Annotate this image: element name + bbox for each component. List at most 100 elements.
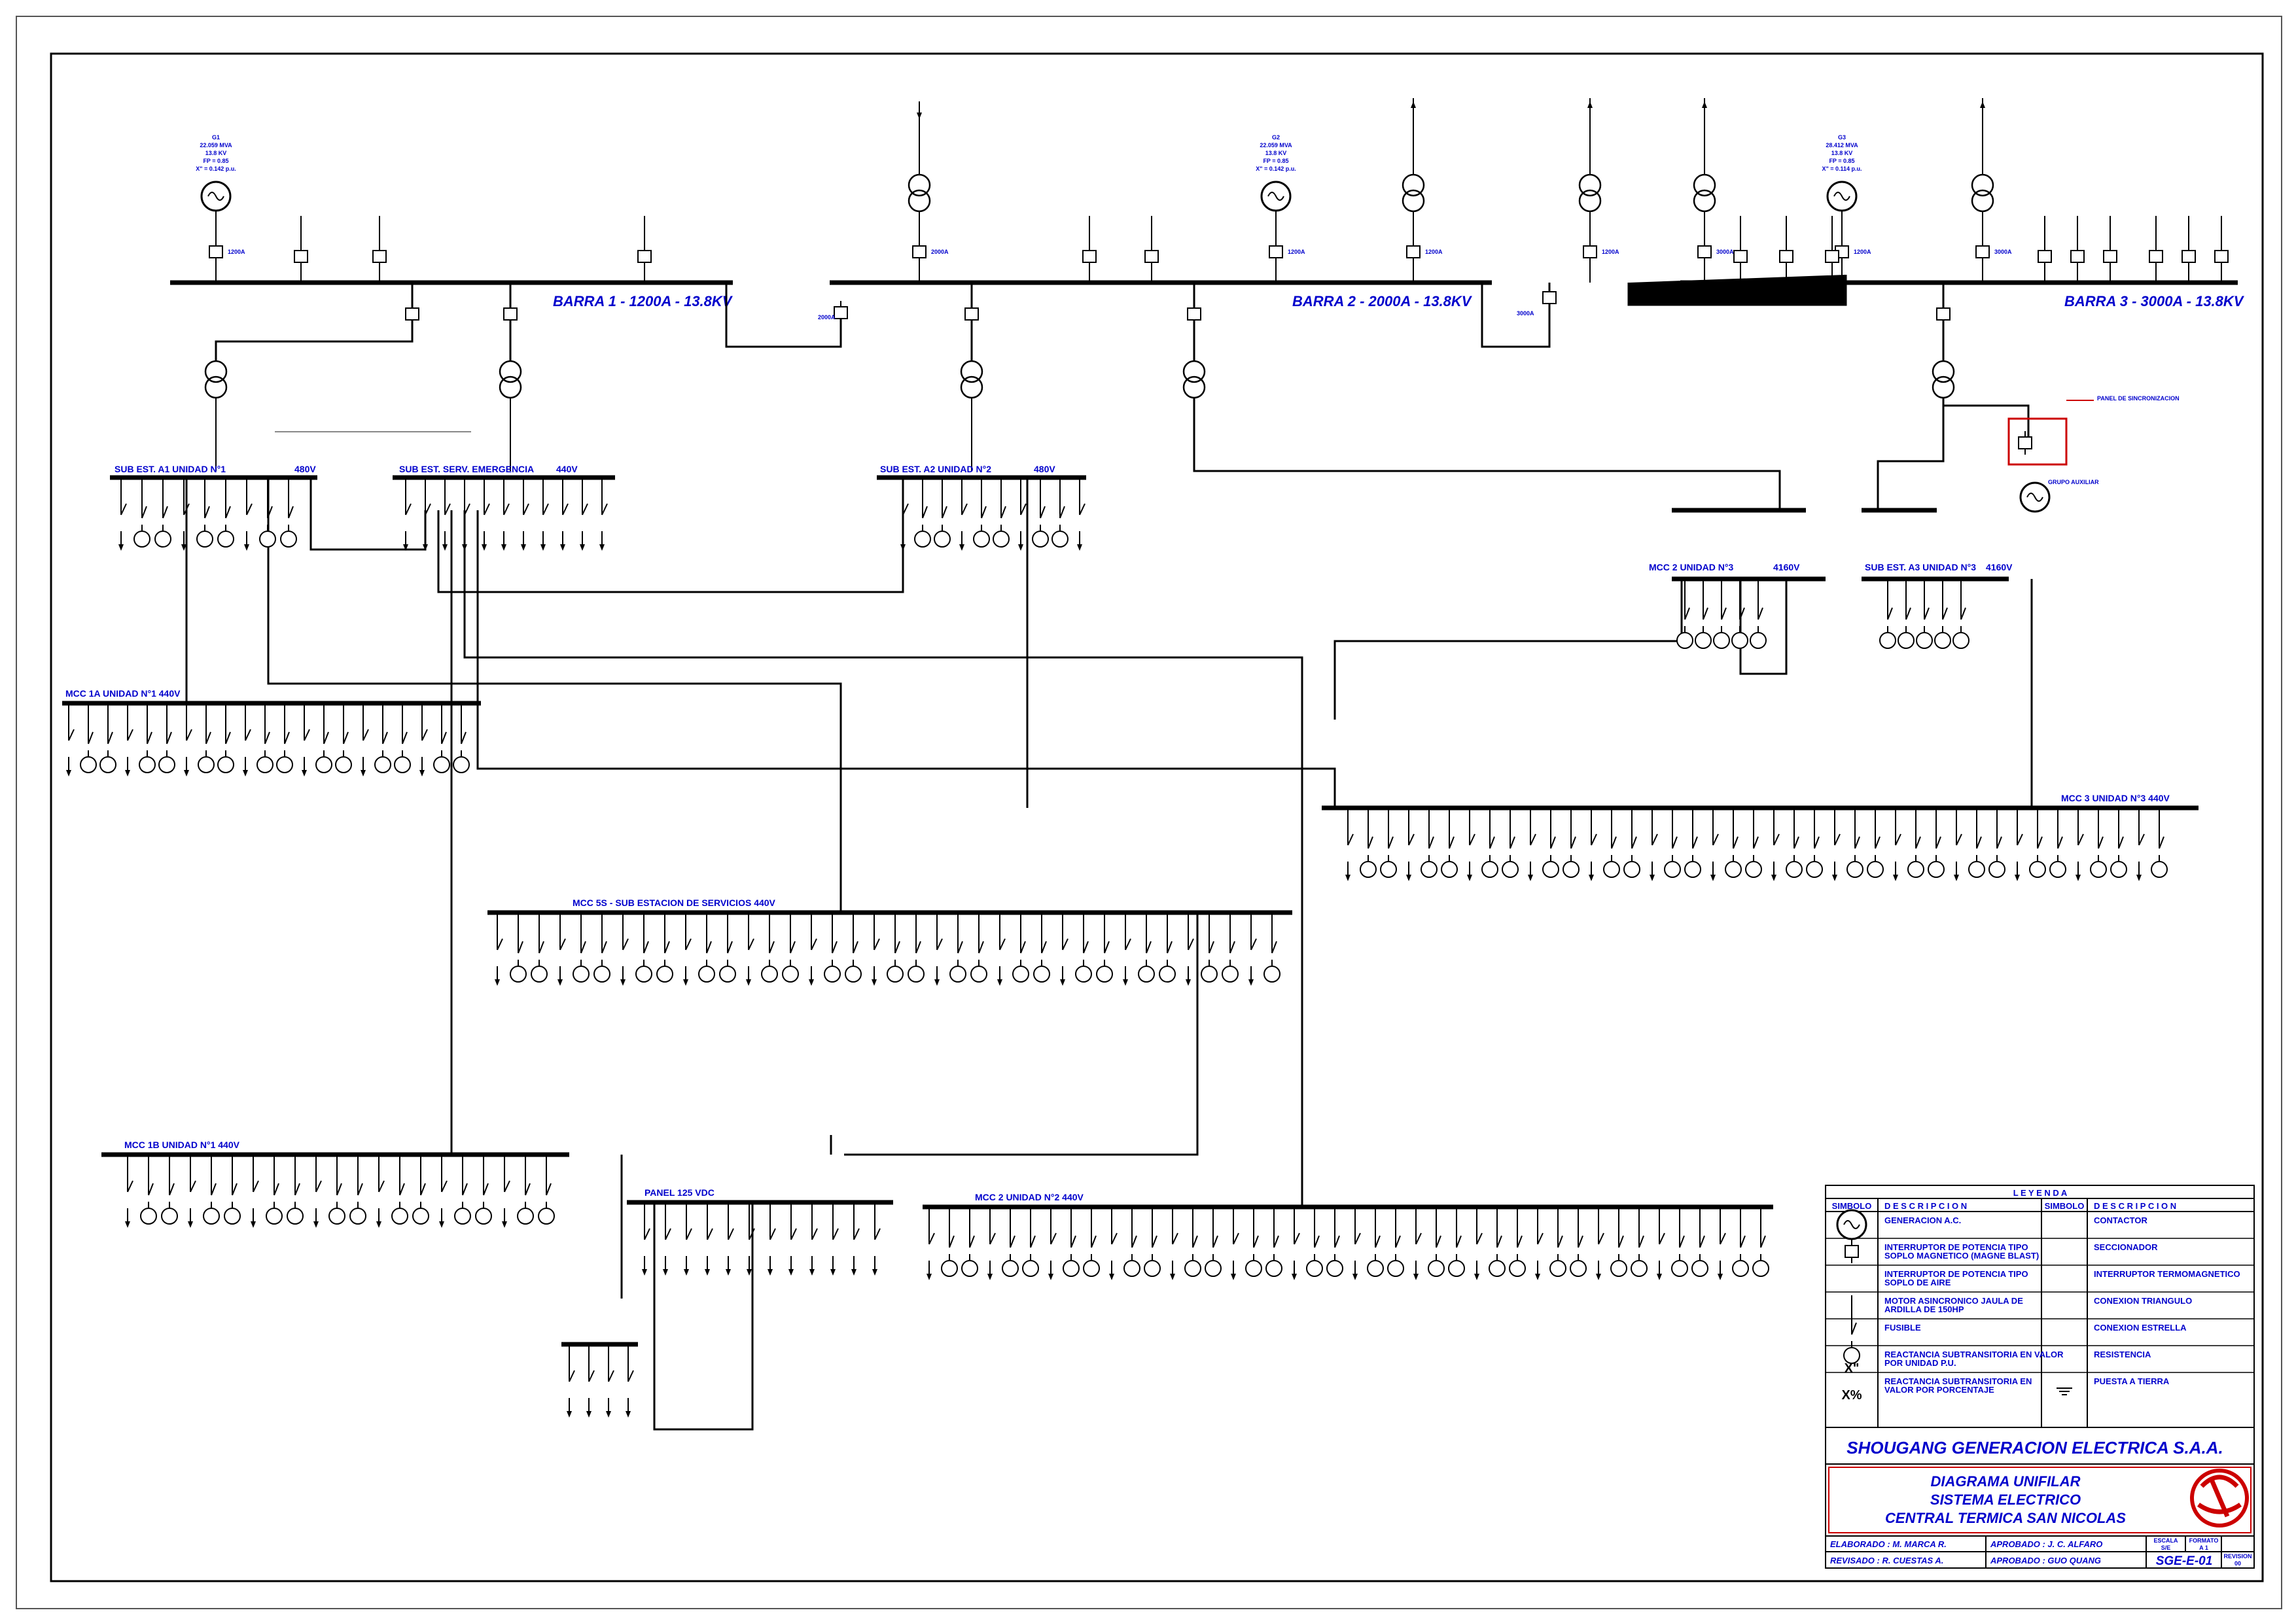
outgoing-feeder bbox=[1185, 913, 1194, 986]
motor-feeder bbox=[335, 704, 352, 773]
legend-symbol-sym_xp: X% bbox=[1841, 1388, 1862, 1403]
outgoing-feeder bbox=[1588, 809, 1597, 882]
outgoing-feeder bbox=[566, 1345, 575, 1418]
inner-frame bbox=[50, 52, 2264, 1582]
outgoing-feeder bbox=[1474, 1208, 1483, 1281]
motor-feeder bbox=[1542, 809, 1559, 878]
motor-feeder bbox=[1676, 580, 1693, 649]
outgoing-feeder bbox=[1076, 478, 1086, 551]
outgoing-feeder bbox=[1108, 1208, 1118, 1281]
outgoing-feeder bbox=[1771, 809, 1780, 882]
mcc2-u3-label: MCC 2 UNIDAD N°3 bbox=[1649, 562, 1733, 572]
outgoing-feeder bbox=[301, 704, 310, 777]
outgoing-feeder bbox=[501, 1155, 510, 1229]
motor-feeder bbox=[1934, 580, 1951, 649]
svg-text:A 1: A 1 bbox=[2199, 1544, 2208, 1551]
outgoing-feeder bbox=[1892, 809, 1901, 882]
svg-text:440V: 440V bbox=[556, 464, 578, 474]
outgoing-feeder bbox=[183, 704, 192, 777]
bus-feeders bbox=[294, 216, 2229, 283]
svg-text:FP = 0.85: FP = 0.85 bbox=[203, 158, 228, 164]
motor-feeder bbox=[782, 913, 799, 983]
bus-breaker bbox=[2149, 244, 2163, 269]
outgoing-feeder bbox=[605, 1345, 614, 1418]
motor-feeder bbox=[1367, 1208, 1384, 1277]
outgoing-feeder bbox=[1048, 1208, 1057, 1281]
outgoing-feeder bbox=[830, 1203, 839, 1276]
motor-feeder bbox=[887, 913, 904, 983]
motor-feeder bbox=[1205, 1208, 1222, 1277]
svg-text:2000A: 2000A bbox=[931, 249, 949, 255]
motor-feeder bbox=[1786, 809, 1803, 878]
motor-feeder bbox=[453, 704, 470, 773]
tie-2-rating: 3000A bbox=[1517, 310, 1534, 317]
motor-feeder bbox=[908, 913, 925, 983]
motor-feeder bbox=[203, 1155, 220, 1225]
outgoing-feeder bbox=[934, 913, 943, 986]
svg-text:FORMATO: FORMATO bbox=[2189, 1537, 2219, 1544]
motor-feeder bbox=[1428, 1208, 1445, 1277]
motor-feeder bbox=[1988, 809, 2005, 878]
legend-desc-left-0: GENERACION A.C. bbox=[1884, 1215, 1961, 1225]
svg-text:X" = 0.142 p.u.: X" = 0.142 p.u. bbox=[1256, 166, 1296, 172]
bus-breaker bbox=[2103, 244, 2117, 269]
motor-feeder bbox=[1481, 809, 1498, 878]
legend-desc-right-4: CONEXION ESTRELLA bbox=[2094, 1323, 2187, 1333]
motor-feeder bbox=[510, 913, 527, 983]
outgoing-feeder bbox=[788, 1203, 797, 1276]
svg-text:REVISION: REVISION bbox=[2223, 1553, 2252, 1560]
sub-a1-label: SUB EST. A1 UNIDAD N°1 bbox=[115, 464, 226, 474]
motor-feeder bbox=[1263, 913, 1280, 983]
svg-text:4160V: 4160V bbox=[1986, 562, 2013, 572]
drawing-code: SGE-E-01 bbox=[2156, 1554, 2213, 1568]
outgoing-feeder bbox=[557, 913, 566, 986]
motor-feeder bbox=[1306, 1208, 1323, 1277]
outgoing-feeder bbox=[579, 478, 588, 551]
bus-breaker bbox=[637, 244, 652, 269]
sub-serv-label: SUB EST. SERV. EMERGENCIA bbox=[399, 464, 534, 474]
motor-feeder bbox=[1201, 913, 1218, 983]
outgoing-feeder bbox=[419, 704, 428, 777]
svg-text:D E S C R I P C I O N: D E S C R I P C I O N bbox=[1884, 1201, 1967, 1211]
motor-feeder bbox=[1549, 1208, 1566, 1277]
outgoing-feeder bbox=[481, 478, 490, 551]
motor-feeder bbox=[1671, 1208, 1688, 1277]
svg-text:ESCALA: ESCALA bbox=[2153, 1537, 2178, 1544]
outgoing-feeder bbox=[243, 478, 253, 551]
outgoing-feeder bbox=[1345, 809, 1354, 882]
motor-feeder bbox=[1952, 580, 1969, 649]
motor-feeder bbox=[1745, 809, 1762, 878]
motor-feeder bbox=[133, 478, 150, 548]
outgoing-feeder bbox=[599, 478, 608, 551]
svg-text:480V: 480V bbox=[294, 464, 316, 474]
outgoing-feeder bbox=[1413, 1208, 1422, 1281]
outgoing-feeder bbox=[1656, 1208, 1665, 1281]
outgoing-feeder bbox=[683, 1203, 692, 1276]
transformer-celda-5: 3000A bbox=[1693, 98, 1734, 283]
motor-feeder bbox=[2110, 809, 2127, 878]
feeder-sub-a1 bbox=[215, 283, 414, 366]
motor-feeder bbox=[2029, 809, 2046, 878]
tie-1-rating: 2000A bbox=[818, 314, 836, 321]
motor-feeder bbox=[824, 913, 841, 983]
motor-feeder bbox=[1752, 1208, 1769, 1277]
motor-feeder bbox=[1968, 809, 1985, 878]
outgoing-feeder bbox=[1595, 1208, 1604, 1281]
motor-feeder bbox=[941, 1208, 958, 1277]
motor-feeder bbox=[761, 913, 778, 983]
svg-text:FP = 0.85: FP = 0.85 bbox=[1263, 158, 1288, 164]
motor-feeder bbox=[1603, 809, 1620, 878]
outgoing-feeder bbox=[442, 478, 451, 551]
legend-desc-left-4: FUSIBLE bbox=[1884, 1323, 1921, 1333]
motor-feeder bbox=[1012, 913, 1029, 983]
outgoing-feeder bbox=[1527, 809, 1536, 882]
svg-text:13.8 KV: 13.8 KV bbox=[205, 150, 227, 156]
legend-desc-right-1: SECCIONADOR bbox=[2094, 1242, 2158, 1252]
tie-barra1-barra2 bbox=[725, 283, 842, 348]
legend-desc-right-6: PUESTA A TIERRA bbox=[2094, 1376, 2170, 1386]
motor-feeder bbox=[1380, 809, 1397, 878]
motor-feeder bbox=[1725, 809, 1742, 878]
svg-text:D E S C R I P C I O N: D E S C R I P C I O N bbox=[2094, 1201, 2176, 1211]
outgoing-feeder bbox=[872, 1203, 881, 1276]
